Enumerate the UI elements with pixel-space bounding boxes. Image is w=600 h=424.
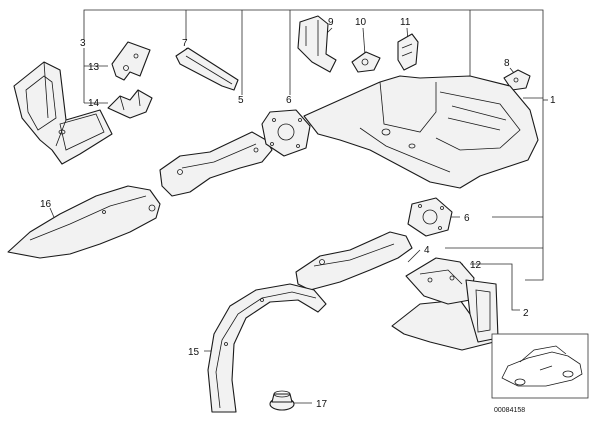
part-5-longitudinal-member: [159, 131, 273, 197]
callout-4: 4: [424, 245, 430, 256]
callout-16: 16: [40, 199, 52, 210]
callout-1: 1: [550, 95, 556, 106]
part-6-round-cover-upper: [261, 109, 311, 157]
part-7-cross-strut: [175, 47, 239, 91]
car-silhouette: [501, 345, 583, 387]
callout-12: 12: [470, 260, 482, 271]
part-3-rear-panel-bracket: [13, 61, 113, 165]
callout-17: 17: [316, 399, 328, 410]
part-10-clip: [351, 51, 381, 73]
callout-labels: 3 7 9 10 11 8 13 14 5 6 1 16 6 4 12 2 15…: [40, 17, 556, 410]
callout-3: 3: [80, 38, 86, 49]
part-6-round-cover-lower: [407, 197, 453, 237]
callout-10: 10: [355, 17, 367, 28]
part-2-rear-bracket-assembly: [391, 257, 499, 351]
callout-2: 2: [523, 308, 529, 319]
callout-14: 14: [88, 98, 100, 109]
inset-frame: [491, 333, 589, 399]
part-14-bracket: [107, 89, 153, 119]
callout-6-upper: 6: [286, 95, 292, 106]
part-4-longitudinal-member-lower: [295, 231, 413, 291]
callout-6-lower: 6: [464, 213, 470, 224]
part-13-bracket: [111, 41, 151, 81]
part-16-wheel-arch-rear: [7, 185, 161, 259]
callout-11: 11: [400, 17, 411, 28]
callout-15: 15: [188, 347, 200, 358]
part-9-mount-bracket: [297, 15, 337, 73]
callout-7: 7: [182, 38, 188, 49]
callout-5: 5: [238, 95, 244, 106]
callout-13: 13: [88, 62, 100, 73]
part-1-floor-pan: [303, 75, 539, 189]
callout-8: 8: [504, 58, 510, 69]
inset-reference-number: 00084158: [494, 407, 525, 414]
part-17-grommet: [269, 390, 295, 411]
callout-9: 9: [328, 17, 334, 28]
part-11-bracket: [397, 33, 419, 71]
vehicle-inset: 00084158: [491, 333, 589, 414]
part-15-wheel-housing: [207, 283, 327, 413]
